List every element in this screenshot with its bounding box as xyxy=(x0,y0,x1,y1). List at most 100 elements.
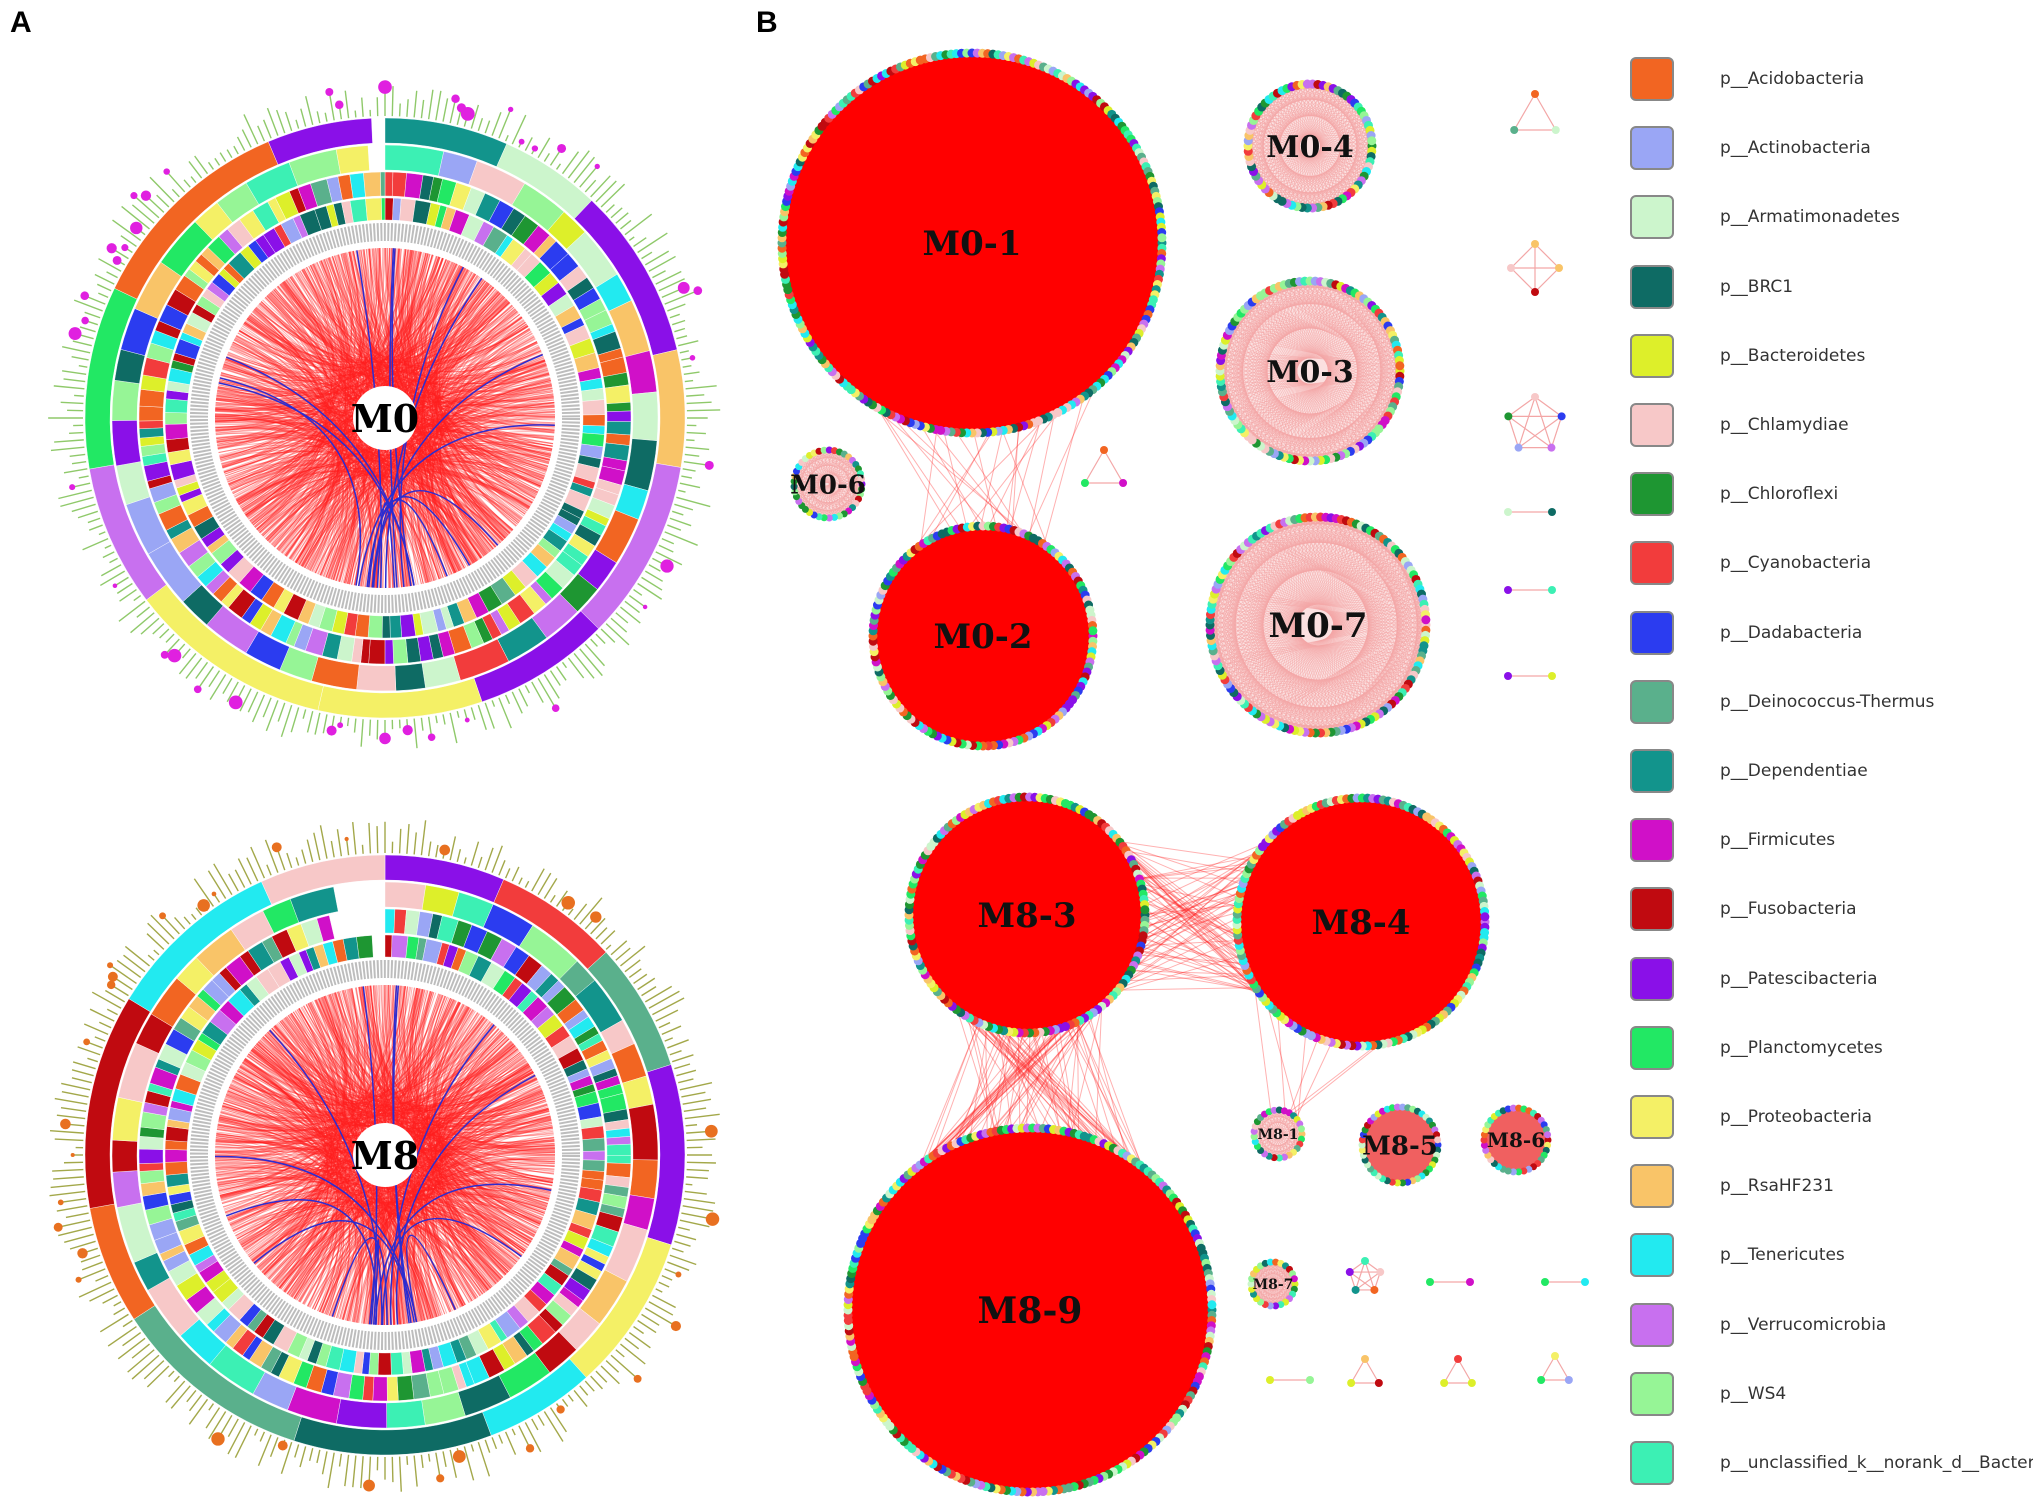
legend-swatch xyxy=(1630,195,1674,240)
legend-swatch xyxy=(1630,1095,1674,1139)
legend-swatch xyxy=(1630,472,1674,517)
legend-label: p__Chlamydiae xyxy=(1720,415,1849,435)
small-subnetwork xyxy=(1507,240,1563,296)
small-subnetwork xyxy=(1347,1355,1383,1387)
circos-ring xyxy=(111,144,659,692)
module-label: M8-4 xyxy=(1311,903,1410,943)
network-module: M8-3 xyxy=(904,792,1150,1038)
circos-ring xyxy=(164,197,606,639)
module-label: M8-1 xyxy=(1258,1127,1299,1143)
legend-swatch xyxy=(1630,126,1674,171)
legend-swatch xyxy=(1630,749,1674,793)
legend-item: p__WS4 xyxy=(1630,1370,1786,1418)
legend-label: p__RsaHF231 xyxy=(1720,1176,1834,1197)
legend-item: p__Bacteroidetes xyxy=(1630,332,1865,380)
network-module: M0-4 xyxy=(1243,79,1377,213)
legend-item: p__Actinobacteria xyxy=(1630,124,1871,172)
inter-module-edges xyxy=(911,1006,1146,1172)
circos-spikes xyxy=(49,820,720,1492)
circos-spikes xyxy=(48,80,721,749)
legend-item: p__Patescibacteria xyxy=(1630,955,1878,1003)
legend-label: p__Deinococcus-Thermus xyxy=(1720,691,1935,712)
circos-plot: M0 xyxy=(48,80,721,749)
legend-label: p__Bacteroidetes xyxy=(1720,345,1866,366)
legend-item: p__Tenericutes xyxy=(1630,1231,1845,1279)
legend-item: p__BRC1 xyxy=(1630,263,1793,311)
panel-label-a: A xyxy=(10,6,32,39)
legend-label: p__Cyanobacteria xyxy=(1720,553,1872,574)
legend-swatch xyxy=(1630,57,1674,101)
legend-swatch xyxy=(1630,1302,1674,1347)
legend-item: p__Armatimonadetes xyxy=(1630,193,1900,241)
circos-ring xyxy=(138,171,632,665)
legend-item: p__RsaHF231 xyxy=(1630,1162,1834,1210)
legend-swatch xyxy=(1630,1441,1674,1485)
module-networks: M0-1M0-2 M0-3 M0-4M0-6M0-7M8-3 M8-4M8-9 M8-5… xyxy=(777,48,1589,1497)
legend-item: p__Verrucomicrobia xyxy=(1630,1301,1886,1349)
circos-center-label: M8 xyxy=(351,1133,420,1178)
network-module: M8-4 xyxy=(1232,793,1490,1051)
legend-swatch xyxy=(1630,1233,1674,1278)
circos-ring xyxy=(164,934,606,1376)
legend-label: p__Patescibacteria xyxy=(1720,968,1878,989)
legend-label: p__BRC1 xyxy=(1720,276,1794,297)
legend-label: p__Armatimonadetes xyxy=(1720,207,1900,228)
legend-swatch xyxy=(1630,887,1674,932)
module-label: M0-2 xyxy=(933,617,1032,657)
legend-swatch xyxy=(1630,956,1674,1001)
circos-center xyxy=(353,1123,417,1187)
small-subnetwork xyxy=(1504,508,1556,516)
module-label: M8-5 xyxy=(1362,1131,1438,1161)
inter-module-edges xyxy=(860,387,1096,552)
legend-item: p__Proteobacteria xyxy=(1630,1093,1872,1141)
module-label: M8-6 xyxy=(1487,1128,1545,1152)
legend-swatch xyxy=(1630,1164,1674,1209)
circos-links xyxy=(214,984,556,1326)
network-module: M0-6 xyxy=(790,446,866,522)
legend-item: p__Chloroflexi xyxy=(1630,470,1838,518)
small-subnetwork xyxy=(1426,1278,1474,1286)
circos-ring xyxy=(111,881,659,1429)
legend-label: p__Verrucomicrobia xyxy=(1720,1314,1887,1335)
small-subnetwork xyxy=(1080,446,1128,487)
circos-center xyxy=(353,386,417,450)
legend-swatch xyxy=(1630,679,1674,724)
legend-item: p__Firmicutes xyxy=(1630,816,1835,864)
module-label: M8-9 xyxy=(978,1290,1083,1332)
legend-swatch xyxy=(1630,333,1674,378)
legend-swatch xyxy=(1630,818,1674,863)
inter-module-edges xyxy=(1253,985,1381,1122)
legend-item: p__Dadabacteria xyxy=(1630,609,1862,657)
legend-label: p__Tenericutes xyxy=(1720,1245,1845,1266)
small-subnetwork xyxy=(1504,393,1566,452)
legend-label: p__Chloroflexi xyxy=(1720,484,1839,505)
module-label: M0-3 xyxy=(1266,355,1353,390)
small-subnetwork xyxy=(1537,1352,1573,1384)
legend-item: p__unclassified_k__norank_d__Bacteria xyxy=(1630,1439,2033,1487)
circos-ring xyxy=(84,854,686,1456)
legend-item: p__Cyanobacteria xyxy=(1630,539,1871,587)
legend-label: p__Proteobacteria xyxy=(1720,1107,1873,1127)
legend-item: p__Chlamydiae xyxy=(1630,401,1849,449)
legend-swatch xyxy=(1630,264,1674,309)
small-subnetwork xyxy=(1266,1376,1314,1384)
module-label: M0-1 xyxy=(922,224,1021,264)
legend-label: p__Dependentiae xyxy=(1720,761,1868,781)
legend-swatch xyxy=(1630,1025,1674,1070)
small-subnetwork xyxy=(1440,1355,1476,1387)
module-label: M0-4 xyxy=(1266,130,1353,165)
small-subnetwork xyxy=(1504,672,1556,680)
circos-plot: M8 xyxy=(49,820,720,1492)
legend-label: p__Fusobacteria xyxy=(1720,899,1857,920)
circos-ring xyxy=(138,908,632,1402)
network-module: M8-5 xyxy=(1358,1103,1442,1187)
network-module: M8-6 xyxy=(1480,1104,1552,1176)
module-label: M0-7 xyxy=(1268,606,1367,646)
network-module: M0-7 xyxy=(1205,512,1431,738)
small-subnetwork xyxy=(1510,90,1560,134)
inter-module-edges xyxy=(1116,840,1266,999)
network-module: M0-1 xyxy=(777,48,1167,438)
legend-label: p__Planctomycetes xyxy=(1720,1037,1883,1058)
